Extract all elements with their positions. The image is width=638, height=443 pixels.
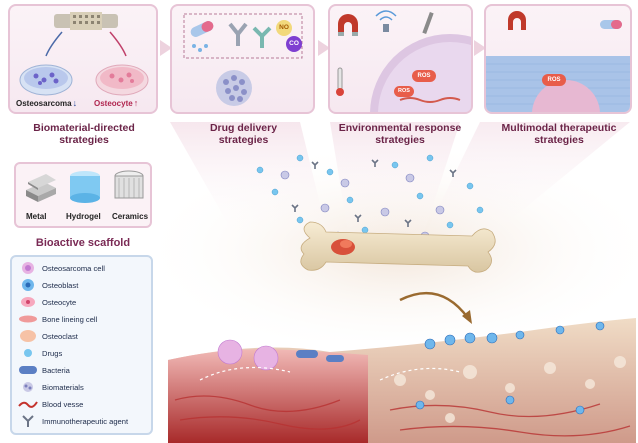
biomaterial-icon xyxy=(23,382,33,392)
legend-label: Biomaterials xyxy=(42,382,84,392)
ros-label-3: ROS xyxy=(547,77,561,83)
antibody-particles xyxy=(291,159,457,252)
osteocyte-icon xyxy=(21,297,35,307)
ros-bubble-1: ROS xyxy=(412,70,436,82)
osteosarcoma-label: Osteosarcoma xyxy=(16,98,72,108)
scaffold-item-metal: Metal xyxy=(26,212,47,221)
antibody-icon xyxy=(22,415,34,427)
legend-item-osteocyte: Osteocyte xyxy=(18,295,76,309)
legend-label: Bacteria xyxy=(42,365,70,375)
caption-environmental: Environmental response strategies xyxy=(338,122,462,146)
environmental-panel: ROS ROS xyxy=(328,4,473,114)
ros-bubble-3: ROS xyxy=(542,74,566,86)
legend-label: Bone lineing cell xyxy=(42,314,98,324)
osteocyte-label: Osteocyte xyxy=(94,98,133,108)
ros-label-1: ROS xyxy=(417,73,431,79)
osteoclast-icon xyxy=(20,330,36,342)
legend-item-osteoclast: Osteoclast xyxy=(18,329,78,343)
drug-icon xyxy=(24,349,32,357)
osteosarcoma-cell-icon xyxy=(22,262,34,274)
co-badge: CO xyxy=(286,36,302,52)
drug-particles xyxy=(256,154,484,252)
bone-lining-cell-icon xyxy=(19,315,37,323)
legend: Osteosarcoma cell Osteoblast Osteocyte B… xyxy=(10,255,153,435)
scaffold-title: Bioactive scaffold xyxy=(35,237,131,249)
metal-icon xyxy=(26,174,56,202)
implant-illustration xyxy=(45,12,127,57)
biomaterial-panel: Osteosarcoma ↓ Osteocyte ↑ xyxy=(8,4,158,114)
legend-item-bacteria: Bacteria xyxy=(18,363,70,377)
scaffold-item-hydrogel: Hydrogel xyxy=(66,212,101,221)
arrow-down-icon: ↓ xyxy=(72,98,78,108)
co-badge-label: CO xyxy=(289,40,299,47)
caption-multimodal: Multimodal therapeutic strategies xyxy=(501,122,617,146)
legend-label: Osteoblast xyxy=(42,280,79,290)
legend-label: Osteosarcoma cell xyxy=(42,263,105,273)
ros-label-2: ROS xyxy=(398,88,410,94)
caption-biomaterial: Biomaterial-directed strategies xyxy=(33,122,135,146)
legend-item-blood-vessel: Blood vesse xyxy=(18,397,83,411)
drug-delivery-illustration xyxy=(183,13,303,106)
osteosarcoma-label-group: Osteosarcoma ↓ xyxy=(16,98,77,108)
arrow-up-icon: ↑ xyxy=(133,98,139,108)
legend-item-biomaterials: Biomaterials xyxy=(18,380,84,394)
legend-item-osteosarcoma: Osteosarcoma cell xyxy=(18,261,105,275)
bone-tissue xyxy=(168,318,636,443)
legend-item-immunotherapeutic: Immunotherapeutic agent xyxy=(18,414,128,428)
drug-delivery-panel: NO CO xyxy=(170,4,315,114)
no-badge: NO xyxy=(276,20,292,36)
multimodal-panel: ROS xyxy=(484,4,632,114)
legend-item-drugs: Drugs xyxy=(18,346,62,360)
hydrogel-icon xyxy=(70,171,100,203)
femur-bone xyxy=(300,221,496,273)
legend-label: Osteoclast xyxy=(42,331,78,341)
legend-label: Osteocyte xyxy=(42,297,77,307)
legend-label: Drugs xyxy=(42,348,63,358)
scaffold-box: Metal Hydrogel Ceramics xyxy=(14,162,152,228)
legend-item-osteoblast: Osteoblast xyxy=(18,278,78,292)
blood-vessel-icon xyxy=(18,401,38,408)
scaffold-item-ceramics: Ceramics xyxy=(112,212,149,221)
curved-arrow-icon xyxy=(399,291,470,319)
ros-bubble-2: ROS xyxy=(394,86,414,97)
no-badge-label: NO xyxy=(279,24,289,31)
bacteria-icon xyxy=(19,366,37,374)
ceramics-icon xyxy=(114,170,144,199)
osteocyte-label-group: Osteocyte ↑ xyxy=(94,98,138,108)
osteoblast-icon xyxy=(22,279,34,291)
legend-label: Immunotherapeutic agent xyxy=(42,416,129,426)
osteocyte-dish xyxy=(95,64,149,96)
caption-drug-delivery: Drug delivery strategies xyxy=(209,122,278,146)
osteosarcoma-dish xyxy=(19,64,73,96)
legend-item-bone-lining: Bone lineing cell xyxy=(18,312,97,326)
legend-label: Blood vesse xyxy=(42,399,84,409)
